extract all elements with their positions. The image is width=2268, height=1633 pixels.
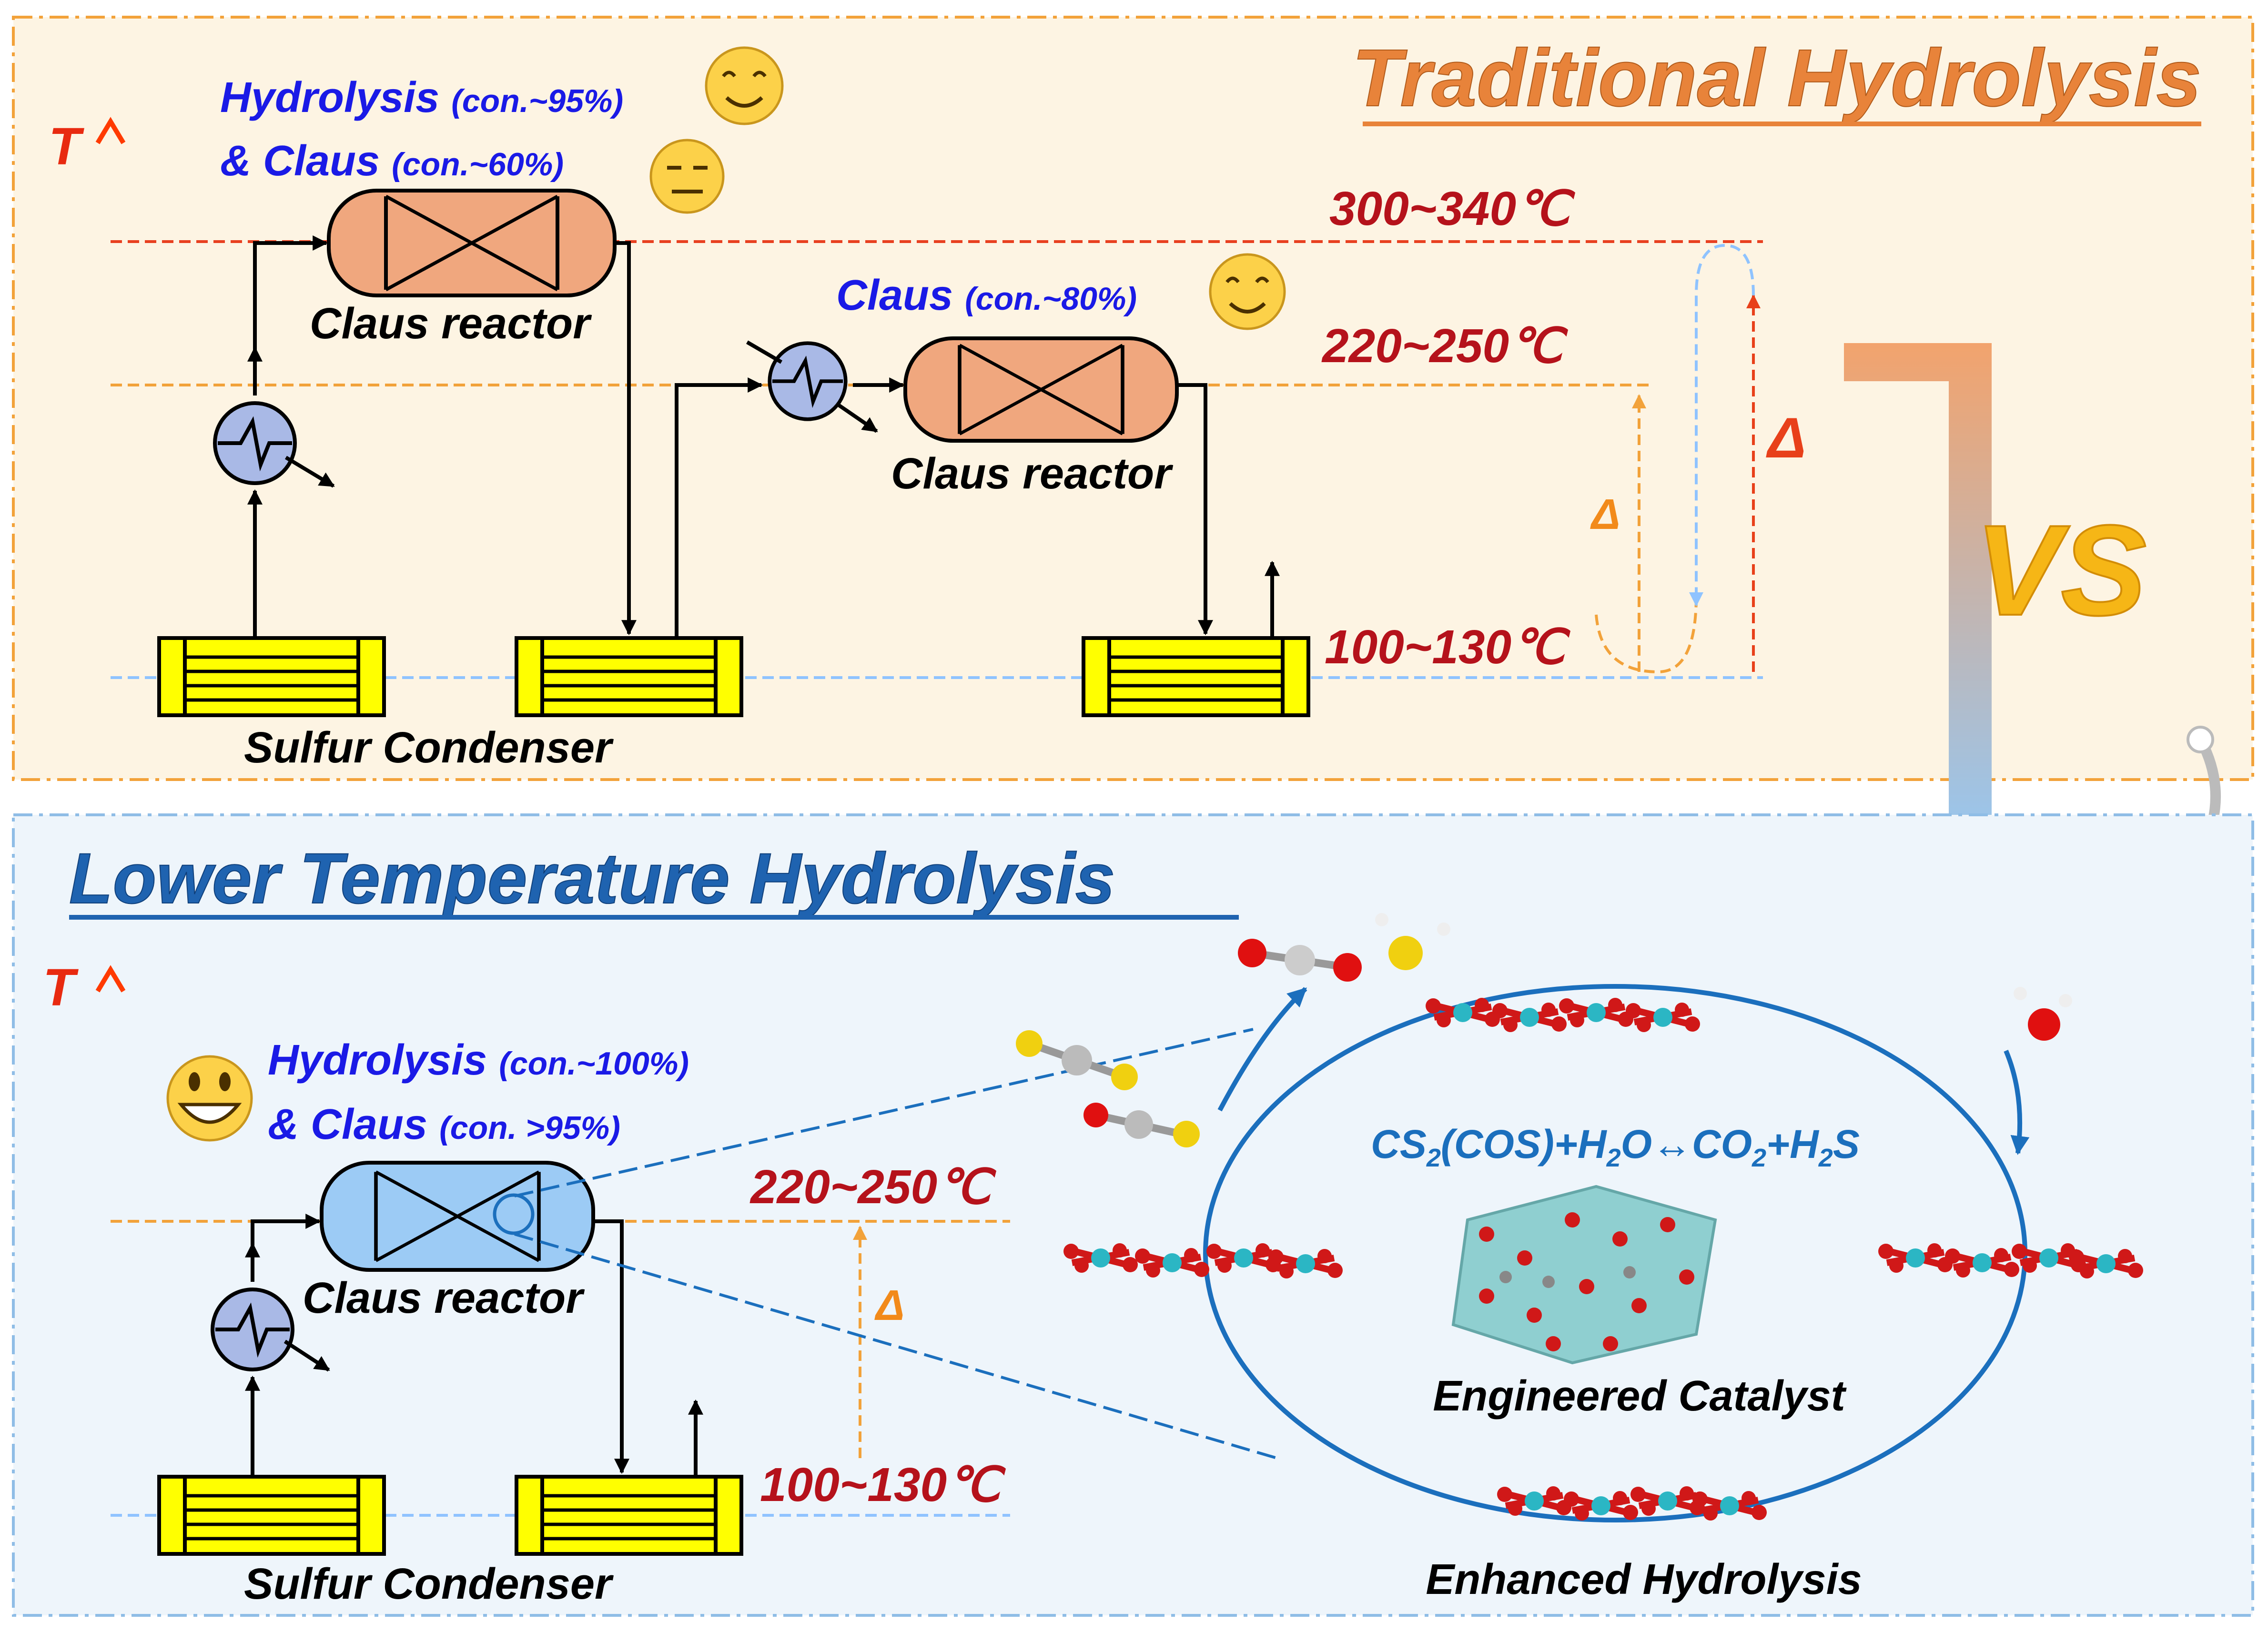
svg-text:& Claus (con. >95%): & Claus (con. >95%)	[268, 1101, 620, 1148]
catalytic-cycle: CS2(COS)+H2O↔CO2+H2S Engineered Catalyst…	[1016, 913, 2143, 1603]
lower-temp-title: Lower Temperature Hydrolysis	[69, 838, 1115, 918]
traditional-panel: Traditional Hydrolysis T 300~340℃ 220~25…	[12, 16, 2254, 781]
h2s-molecule-icon	[1375, 913, 1450, 970]
temp-high-label: 300~340℃	[1329, 182, 1575, 235]
grin-emoji-icon	[166, 1055, 253, 1142]
heat-exchanger-b1	[213, 1289, 293, 1369]
condenser-b1	[159, 1477, 384, 1554]
svg-text:Hydrolysis (con.~95%): Hydrolysis (con.~95%)	[220, 74, 623, 122]
traditional-title: Traditional Hydrolysis	[1352, 33, 2201, 123]
lower-temperature-panel: Lower Temperature Hydrolysis T 220~250℃ …	[12, 813, 2254, 1617]
r1-line2-main: & Claus	[220, 137, 380, 185]
condenser-label-bottom: Sulfur Condenser	[244, 1560, 614, 1608]
temp-mid-label: 220~250℃	[1321, 319, 1568, 373]
vs-connector: VS	[1844, 343, 2221, 886]
reactor-label-bottom: Claus reactor	[303, 1274, 585, 1322]
condenser-1	[159, 638, 384, 715]
svg-text:& Claus (con.~60%): & Claus (con.~60%)	[220, 137, 564, 185]
r2-main: Claus	[836, 272, 953, 319]
smile-emoji-icon	[705, 46, 784, 125]
heat-exchanger-2	[770, 343, 846, 419]
reactor-1-label: Claus reactor	[310, 299, 592, 348]
catalyst-crystal-icon	[1451, 1185, 1717, 1365]
svg-text:Claus (con.~80%): Claus (con.~80%)	[836, 272, 1137, 319]
reactor-2-label: Claus reactor	[891, 449, 1173, 498]
delta-large: Δ	[1766, 406, 1806, 470]
temp-low-label: 100~130℃	[1325, 620, 1570, 674]
r1-line2-conv: (con.~60%)	[392, 146, 564, 183]
condenser-3	[1083, 638, 1308, 715]
r2-conv: (con.~80%)	[965, 281, 1137, 317]
condenser-2	[516, 638, 741, 715]
cs2-molecule-icon	[1016, 1030, 1138, 1090]
r1-line1-main: Hydrolysis	[220, 74, 439, 122]
b-line1-main: Hydrolysis	[268, 1036, 487, 1084]
heat-exchanger-1	[215, 403, 295, 483]
engineered-catalyst-label: Engineered Catalyst	[1433, 1372, 1847, 1420]
delta-bottom: Δ	[874, 1282, 904, 1329]
t-axis-label: T	[49, 117, 84, 176]
cos-molecule-icon	[1083, 1103, 1200, 1147]
temp-low-bottom: 100~130℃	[760, 1458, 1006, 1511]
b-line2-main: & Claus	[268, 1101, 427, 1148]
vs-label: VS	[1975, 499, 2147, 642]
svg-text:Hydrolysis (con.~100%): Hydrolysis (con.~100%)	[268, 1036, 689, 1084]
neutral-emoji-icon	[649, 139, 725, 214]
b-line2-conv: (con. >95%)	[439, 1110, 620, 1146]
water-molecule-icon	[2014, 987, 2072, 1041]
reaction-equation: CS2(COS)+H2O↔CO2+H2S	[1371, 1122, 1860, 1172]
condenser-b2	[516, 1477, 741, 1554]
r1-line1-conv: (con.~95%)	[451, 83, 623, 119]
b-line1-conv: (con.~100%)	[499, 1045, 689, 1082]
enhanced-hydrolysis-label: Enhanced Hydrolysis	[1426, 1556, 1862, 1603]
delta-small: Δ	[1590, 491, 1620, 538]
t-axis-label-bottom: T	[43, 958, 79, 1017]
co2-molecule-icon	[1238, 939, 1362, 982]
smile-emoji-icon	[1209, 253, 1286, 330]
condenser-label: Sulfur Condenser	[244, 723, 614, 772]
temp-mid-bottom: 220~250℃	[749, 1160, 996, 1214]
